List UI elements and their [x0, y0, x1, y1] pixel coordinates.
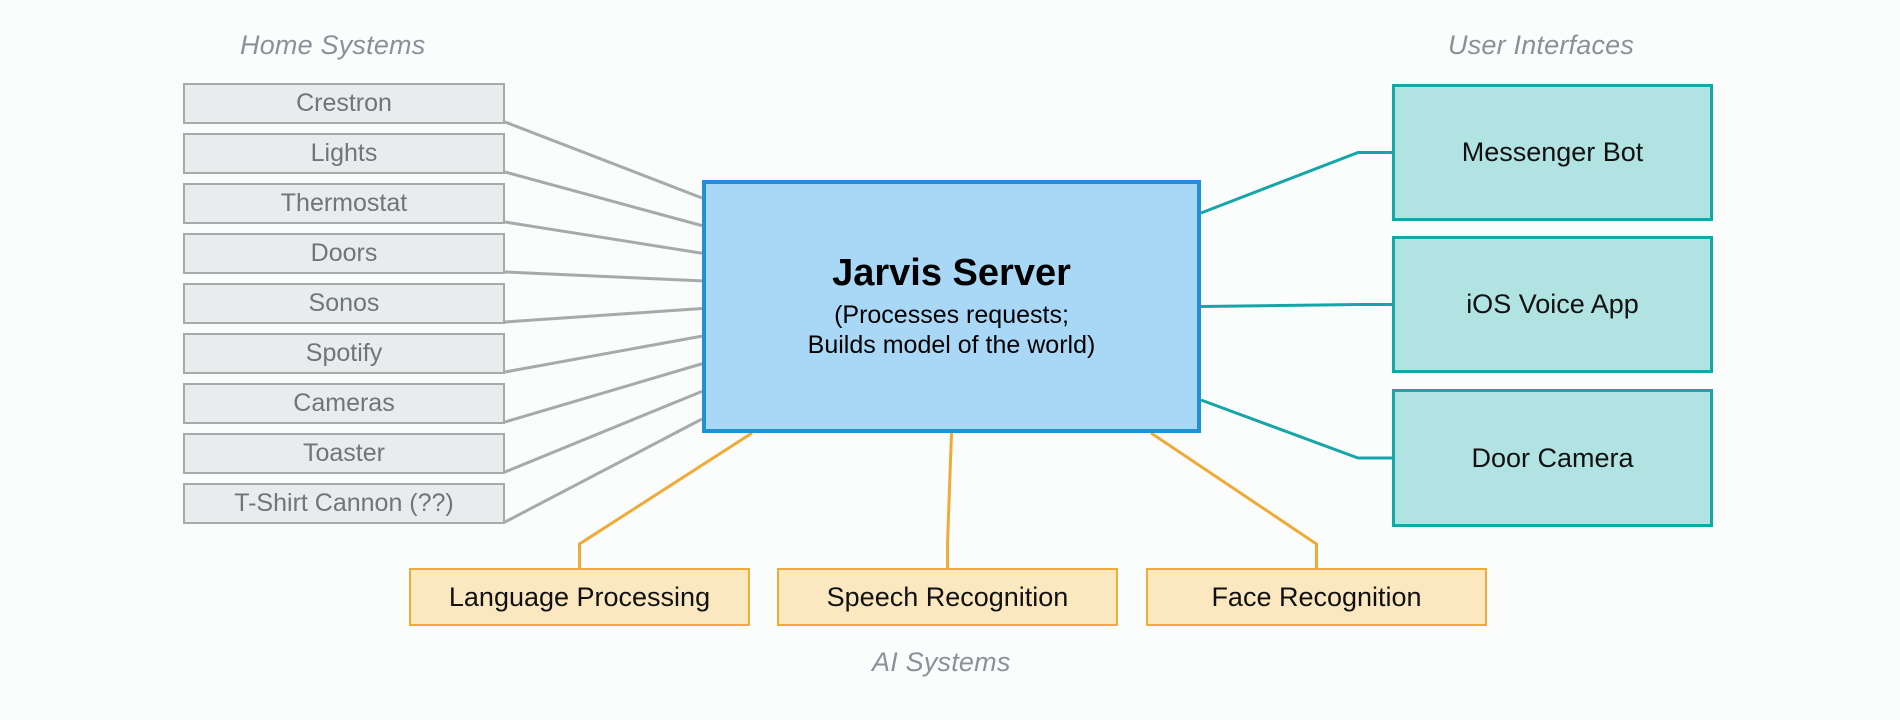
- node-label: Doors: [310, 239, 378, 267]
- node-label: iOS Voice App: [1466, 289, 1639, 319]
- node-label: Thermostat: [280, 189, 408, 217]
- ai-node-face-recognition[interactable]: Face Recognition: [1146, 568, 1487, 626]
- server-title: Jarvis Server: [832, 252, 1071, 295]
- home-connector-7: [504, 362, 703, 424]
- node-label: Toaster: [303, 439, 385, 467]
- interface-connectors: [1200, 151, 1392, 460]
- interface-node-messenger-bot[interactable]: Messenger Bot: [1392, 84, 1713, 221]
- home-node-doors[interactable]: Doors: [183, 233, 505, 274]
- interface-connector-1: [1200, 151, 1392, 215]
- node-label: Face Recognition: [1211, 581, 1422, 612]
- node-label: Language Processing: [448, 581, 711, 612]
- node-label: Spotify: [305, 339, 383, 367]
- node-label: Cameras: [293, 389, 395, 417]
- home-node-crestron[interactable]: Crestron: [183, 83, 505, 124]
- home-connectors: [504, 120, 703, 524]
- node-label: Crestron: [296, 89, 392, 117]
- server-subtitle: (Processes requests; Builds model of the…: [807, 300, 1096, 360]
- home-node-toaster[interactable]: Toaster: [183, 433, 505, 474]
- home-node-sonos[interactable]: Sonos: [183, 283, 505, 324]
- home-connector-4: [504, 270, 703, 283]
- ai-connector-3: [1150, 431, 1318, 568]
- ai-node-language-processing[interactable]: Language Processing: [409, 568, 750, 626]
- node-label: Door Camera: [1471, 442, 1634, 473]
- interface-connector-2: [1200, 303, 1392, 308]
- node-label: Speech Recognition: [826, 581, 1069, 612]
- home-node-spotify[interactable]: Spotify: [183, 333, 505, 374]
- node-label: T-Shirt Cannon (??): [234, 489, 454, 517]
- home-connector-6: [504, 334, 703, 374]
- interface-connector-3: [1200, 398, 1392, 460]
- home-connector-5: [504, 307, 703, 324]
- ai-connector-1: [578, 431, 753, 568]
- ai-connectors: [578, 431, 1318, 568]
- interface-node-door-camera[interactable]: Door Camera: [1392, 389, 1713, 527]
- node-label: Messenger Bot: [1461, 137, 1644, 167]
- node-label: Lights: [310, 139, 378, 167]
- home-systems-group-title: Home Systems: [240, 30, 426, 60]
- ai-node-speech-recognition[interactable]: Speech Recognition: [777, 568, 1118, 626]
- home-node-cameras[interactable]: Cameras: [183, 383, 505, 424]
- home-connector-8: [504, 389, 703, 474]
- home-node-tshirt-cannon[interactable]: T-Shirt Cannon (??): [183, 483, 505, 524]
- ai-systems-group-title: AI Systems: [872, 647, 1011, 677]
- home-node-thermostat[interactable]: Thermostat: [183, 183, 505, 224]
- interface-node-ios-voice-app[interactable]: iOS Voice App: [1392, 236, 1713, 373]
- home-connector-2: [504, 170, 703, 228]
- home-connector-3: [504, 220, 703, 255]
- home-node-lights[interactable]: Lights: [183, 133, 505, 174]
- home-connector-9: [504, 417, 703, 524]
- user-interfaces-group-title: User Interfaces: [1448, 30, 1635, 60]
- home-connector-1: [504, 120, 703, 200]
- ai-connector-2: [946, 432, 953, 568]
- node-label: Sonos: [308, 289, 380, 317]
- jarvis-server-node[interactable]: Jarvis Server (Processes requests; Build…: [702, 180, 1201, 433]
